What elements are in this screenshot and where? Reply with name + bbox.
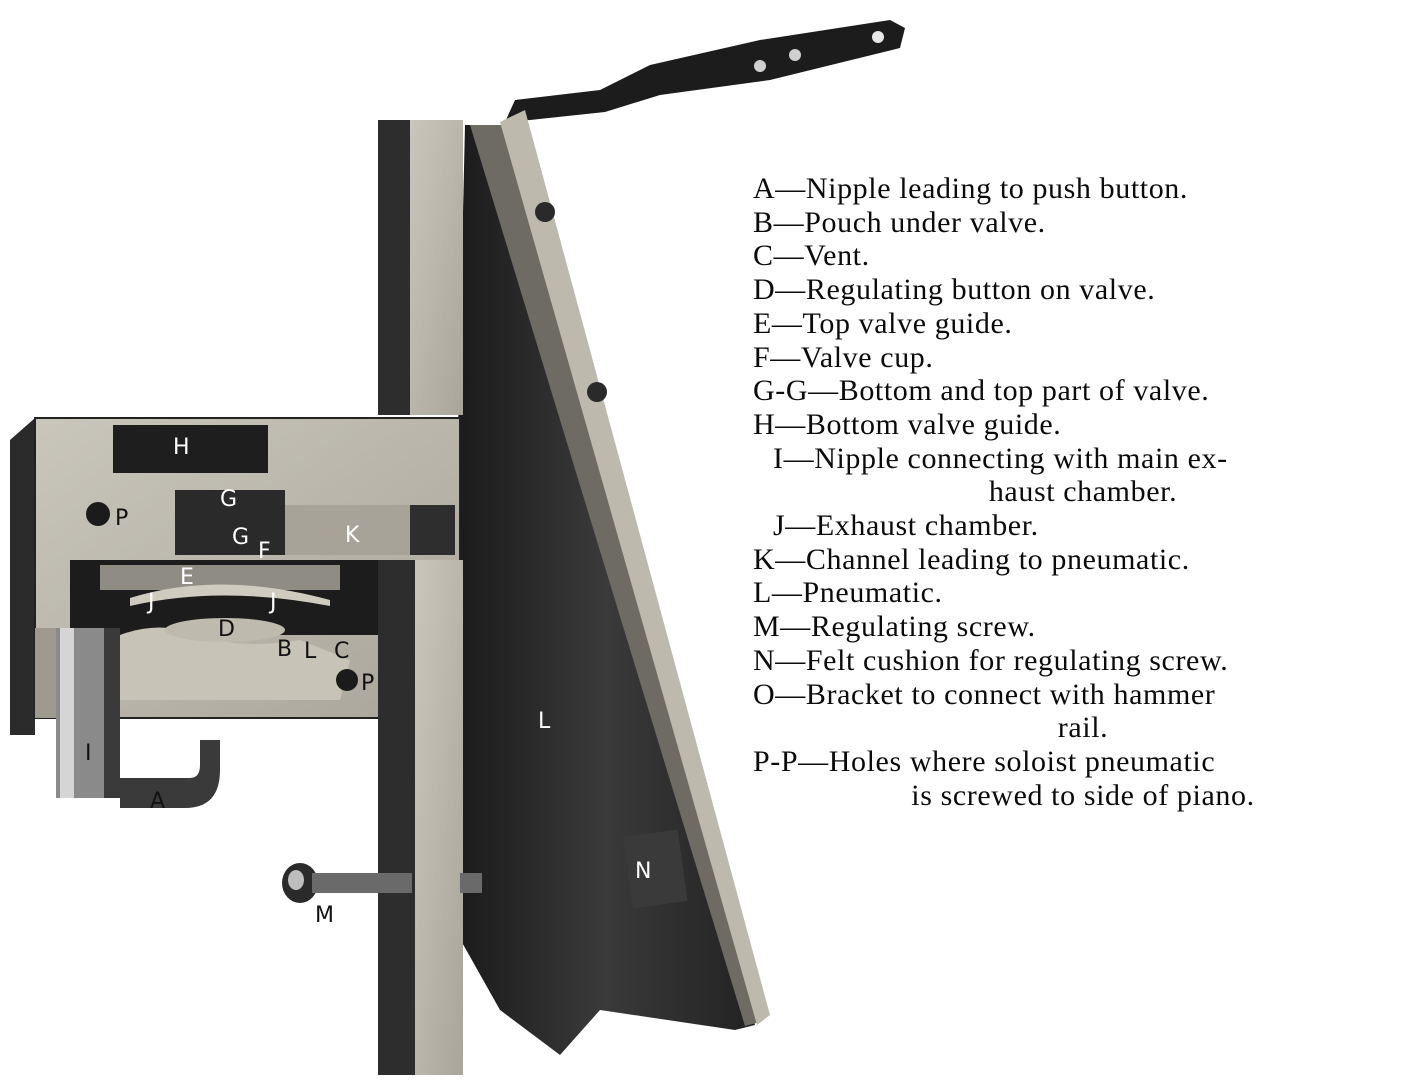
bracket-hole [789,49,801,61]
label-e: E [180,565,194,590]
legend-item: G-G—Bottom and top part of valve. [753,374,1210,408]
label-l: L [538,709,551,734]
lower-board [378,560,463,1075]
legend-item-continuation: haust chamber. [988,475,1178,509]
legend-item: E—Top valve guide. [753,306,1013,340]
bracket-hole [754,60,766,72]
legend-item: B—Pouch under valve. [753,205,1046,239]
legend-item: H—Bottom valve guide. [753,407,1062,441]
legend-item: M—Regulating screw. [753,610,1036,644]
pneumatic-l [455,110,770,1055]
label-i: I [85,741,92,766]
bracket-o [505,20,905,122]
label-n: N [635,859,651,884]
label-j-right: J [268,590,277,615]
legend: A—Nipple leading to push button.B—Pouch … [753,172,1413,812]
legend-item: O—Bracket to connect with hammer [753,677,1216,711]
label-g-bottom: G [232,525,249,550]
legend-item: N—Felt cushion for regulating screw. [753,643,1229,677]
nipple-i [56,628,120,798]
label-g-top: G [220,487,237,512]
hole-p-upper [86,502,110,526]
hole-p-lower [336,669,358,691]
felt-cushion-n [623,829,688,909]
legend-item-continuation: rail. [1057,711,1109,745]
legend-item-continuation: is screwed to side of piano. [911,778,1255,812]
legend-item: P-P—Holes where soloist pneumatic [753,744,1216,778]
legend-item: D—Regulating button on valve. [753,273,1156,307]
valve-block [10,417,461,735]
label-p-lower: P [361,671,374,696]
legend-item: C—Vent. [753,239,870,273]
label-h: H [173,435,190,460]
part-labels: H G G F E P P K J J D B L C I A M L N [85,435,651,928]
label-m: M [315,903,334,928]
label-l-small: L [304,639,317,664]
label-j-left: J [146,590,155,615]
label-f: F [258,539,271,564]
nipple-a [120,740,220,808]
label-p-upper: P [115,506,128,531]
label-b: B [277,637,292,662]
legend-item: I—Nipple connecting with main ex- [773,441,1228,475]
upper-board [378,120,463,415]
legend-item: J—Exhaust chamber. [773,509,1039,543]
label-a: A [150,789,165,814]
legend-item: K—Channel leading to pneumatic. [753,542,1190,576]
label-d: D [218,617,235,642]
label-k: K [345,523,360,548]
legend-item: A—Nipple leading to push button. [753,172,1188,205]
regulating-screw-m [282,863,482,903]
legend-item: F—Valve cup. [753,340,934,374]
bracket-hole [872,31,884,43]
legend-item: L—Pneumatic. [753,576,943,610]
label-c: C [334,639,349,664]
